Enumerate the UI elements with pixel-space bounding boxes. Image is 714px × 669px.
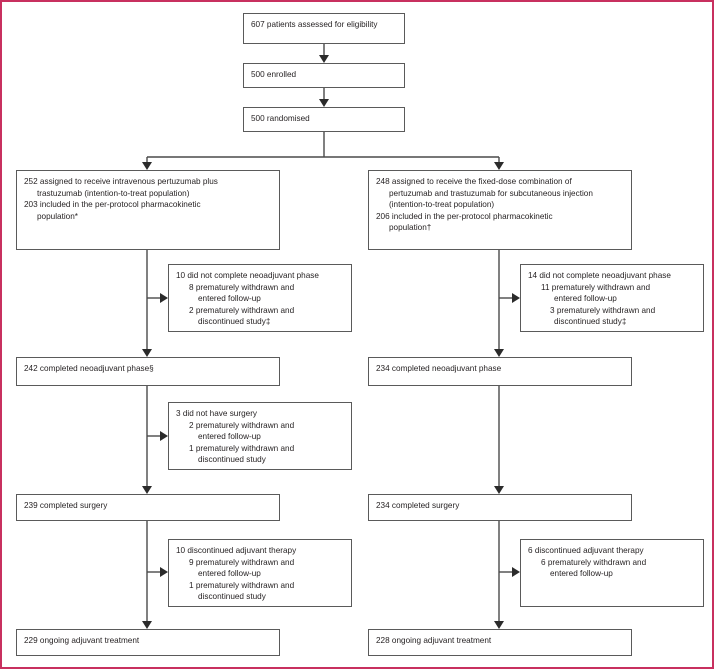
node-right-completed-neoadjuvant: 234 completed neoadjuvant phase (368, 357, 632, 386)
node-line: entered follow-up (198, 569, 261, 579)
node-line: 8 prematurely withdrawn and (189, 282, 295, 292)
node-line: population* (37, 211, 78, 221)
node-line: 2 prematurely withdrawn and (189, 305, 295, 315)
node-line: 234 completed neoadjuvant phase (376, 364, 502, 373)
node-line: 6 prematurely withdrawn and (541, 557, 647, 567)
node-line: discontinued study (198, 592, 266, 602)
node-right-neoadjuvant-dropout: 14 did not complete neoadjuvant phase 11… (520, 264, 704, 332)
node-line: 252 assigned to receive intravenous pert… (24, 177, 218, 186)
node-line: 10 discontinued adjuvant therapy (176, 546, 297, 555)
node-line: 2 prematurely withdrawn and (189, 420, 295, 430)
node-line: 14 did not complete neoadjuvant phase (528, 271, 671, 280)
node-line: discontinued study (198, 455, 266, 465)
node-left-surgery-dropout: 3 did not have surgery 2 prematurely wit… (168, 402, 352, 470)
node-line: entered follow-up (198, 432, 261, 442)
node-right-adjuvant-dropout: 6 discontinued adjuvant therapy 6 premat… (520, 539, 704, 607)
node-line: 242 completed neoadjuvant phase§ (24, 364, 154, 373)
node-left-completed-neoadjuvant: 242 completed neoadjuvant phase§ (16, 357, 280, 386)
node-left-adjuvant-dropout: 10 discontinued adjuvant therapy 9 prema… (168, 539, 352, 607)
node-line: 229 ongoing adjuvant treatment (24, 636, 140, 645)
node-line: 248 assigned to receive the fixed-dose c… (376, 177, 572, 186)
node-line: 203 included in the per-protocol pharmac… (24, 200, 201, 210)
node-line: entered follow-up (550, 569, 613, 579)
node-line: 228 ongoing adjuvant treatment (376, 636, 492, 645)
node-left-arm-assigned: 252 assigned to receive intravenous pert… (16, 170, 280, 250)
node-line: 500 randomised (251, 114, 310, 123)
node-right-completed-surgery: 234 completed surgery (368, 494, 632, 521)
node-left-ongoing-adjuvant: 229 ongoing adjuvant treatment (16, 629, 280, 656)
node-line: 6 discontinued adjuvant therapy (528, 546, 644, 555)
node-line: 206 included in the per-protocol pharmac… (376, 211, 553, 221)
node-left-completed-surgery: 239 completed surgery (16, 494, 280, 521)
node-line: 10 did not complete neoadjuvant phase (176, 271, 319, 280)
node-line: 1 prematurely withdrawn and (189, 580, 295, 590)
node-line: discontinued study‡ (554, 317, 627, 327)
node-line: 3 prematurely withdrawn and (550, 305, 656, 315)
node-randomised: 500 randomised (243, 107, 405, 132)
node-line: 11 prematurely withdrawn and (541, 282, 651, 292)
node-line: 607 patients assessed for eligibility (251, 20, 378, 29)
node-line: 3 did not have surgery (176, 409, 258, 418)
node-right-ongoing-adjuvant: 228 ongoing adjuvant treatment (368, 629, 632, 656)
node-line: (intention-to-treat population) (389, 200, 495, 210)
node-line: 239 completed surgery (24, 501, 108, 510)
node-line: discontinued study‡ (198, 317, 271, 327)
node-left-neoadjuvant-dropout: 10 did not complete neoadjuvant phase 8 … (168, 264, 352, 332)
node-line: 9 prematurely withdrawn and (189, 557, 295, 567)
node-enrolled: 500 enrolled (243, 63, 405, 88)
node-line: population† (389, 223, 432, 233)
node-line: trastuzumab (intention-to-treat populati… (37, 188, 190, 198)
node-line: entered follow-up (198, 294, 261, 304)
node-right-arm-assigned: 248 assigned to receive the fixed-dose c… (368, 170, 632, 250)
node-line: 234 completed surgery (376, 501, 460, 510)
node-line: pertuzumab and trastuzumab for subcutane… (389, 188, 593, 198)
node-assessed-for-eligibility: 607 patients assessed for eligibility (243, 13, 405, 44)
node-line: entered follow-up (554, 294, 617, 304)
node-line: 500 enrolled (251, 70, 297, 79)
node-line: 1 prematurely withdrawn and (189, 443, 295, 453)
